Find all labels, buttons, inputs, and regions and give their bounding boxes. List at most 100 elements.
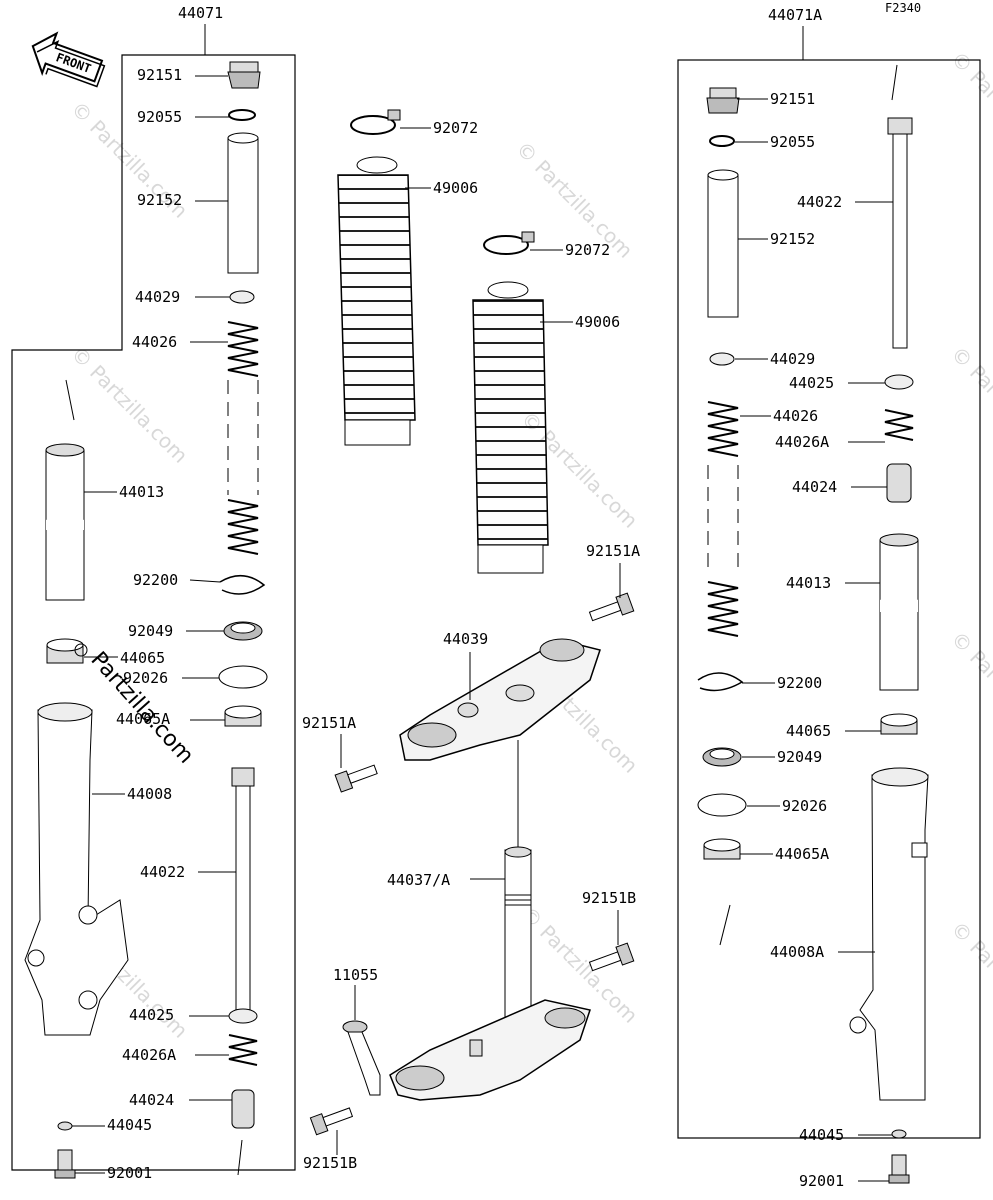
bushing-44065 [46,638,88,664]
circlip-right [697,672,744,692]
label-44008: 44008 [127,785,172,803]
cylinder [231,767,255,1011]
label-92151-left: 92151 [137,66,182,84]
bolt-92151a-lower [334,764,378,793]
watermark-8: © Partzilla.com [946,47,993,173]
washer-right [709,352,735,366]
bushing-44065a [224,705,262,727]
label-44013-left: 44013 [119,483,164,501]
o-ring-right [709,135,735,147]
label-92151-right: 92151 [770,90,815,108]
label-44025-left: 44025 [129,1006,174,1024]
assembly-label-44071a: 44071A [768,6,822,24]
label-44029-right: 44029 [770,350,815,368]
lower-bracket [389,999,591,1101]
washer [229,290,255,304]
label-44026a-left: 44026A [122,1046,176,1064]
label-92049-left: 92049 [128,622,173,640]
boot-clamp-1 [350,109,401,135]
label-49006-2: 49006 [575,313,620,331]
drain-bolt-right [888,1154,910,1184]
label-49006-1: 49006 [433,179,478,197]
label-44065a-left: 44065A [116,710,170,728]
circlip [219,575,266,595]
left-fork-assembly: 44071 [11,4,296,1182]
front-arrow-icon: FRONT [31,31,106,88]
washer-44025 [228,1008,258,1024]
o-ring [228,109,256,121]
label-44026a-right: 44026A [775,433,829,451]
spring-44026a-right [884,409,914,441]
gasket-right [891,1129,907,1139]
spring-44026a [228,1034,258,1066]
label-92072-1: 92072 [433,119,478,137]
label-44045-right: 44045 [799,1126,844,1144]
label-92151b-top: 92151B [582,889,636,907]
cap-bolt [227,61,261,89]
gasket [57,1121,73,1131]
boot-2 [472,281,549,574]
label-44025-right: 44025 [789,374,834,392]
spacer-pipe-right [707,169,739,318]
spring [227,321,259,555]
label-44026-left: 44026 [132,333,177,351]
guide [342,1020,381,1096]
label-44022-right: 44022 [797,193,842,211]
label-92049-right: 92049 [777,748,822,766]
label-92001-right: 92001 [799,1172,844,1190]
bushing-44065-right [880,713,918,735]
label-44065-left: 44065 [120,649,165,667]
drain-bolt [54,1149,76,1179]
boot-clamp-2 [483,231,535,255]
upper-bracket [399,638,601,761]
label-44037a: 44037/A [387,871,450,889]
bolt-92151b-upper [588,942,635,972]
bushing-44065a-right [703,838,741,860]
watermark-11: © Partzilla.com [946,917,993,1043]
label-92152-right: 92152 [770,230,815,248]
label-92026-left: 92026 [123,669,168,687]
diagram-code: F2340 [885,1,921,15]
piece-44024 [231,1089,255,1129]
watermark-10: © Partzilla.com [946,627,993,753]
label-92200-left: 92200 [133,571,178,589]
assembly-label-44071: 44071 [178,4,223,22]
right-fork-assembly: 44071A [677,6,981,1190]
label-92200-right: 92200 [777,674,822,692]
cylinder-right [887,64,913,349]
label-92151a-top: 92151A [586,542,640,560]
label-92072-2: 92072 [565,241,610,259]
inner-tube [45,379,85,601]
label-44065a-right: 44065A [775,845,829,863]
label-44024-right: 44024 [792,478,837,496]
spring-right [707,401,739,637]
label-44024-left: 44024 [129,1091,174,1109]
cap-bolt-right [706,87,740,114]
label-92152-left: 92152 [137,191,182,209]
watermark-9: © Partzilla.com [946,342,993,468]
assembly-frame-left [11,54,296,1171]
boot-1 [337,156,416,446]
piece-44024-right [886,463,912,503]
label-92151a-left: 92151A [302,714,356,732]
label-92026-right: 92026 [782,797,827,815]
inner-tube-right [879,533,919,691]
oil-seal-right [702,747,742,767]
label-44045-left: 44045 [107,1116,152,1134]
label-92151b-bottom: 92151B [303,1154,357,1172]
oil-seal [223,621,263,641]
label-92001-left: 92001 [107,1164,152,1182]
label-44008a: 44008A [770,943,824,961]
washer-92026-right [697,793,747,817]
label-44013-right: 44013 [786,574,831,592]
bolt-92151a-upper [588,592,635,622]
washer-44025-right [884,374,914,390]
label-44026-right: 44026 [773,407,818,425]
spacer-pipe [227,132,259,274]
label-44022-left: 44022 [140,863,185,881]
outer-tube [24,702,129,1036]
center-assembly: 92072 49006 92072 49006 92151A [302,109,640,1172]
label-44039: 44039 [443,630,488,648]
label-92055-right: 92055 [770,133,815,151]
